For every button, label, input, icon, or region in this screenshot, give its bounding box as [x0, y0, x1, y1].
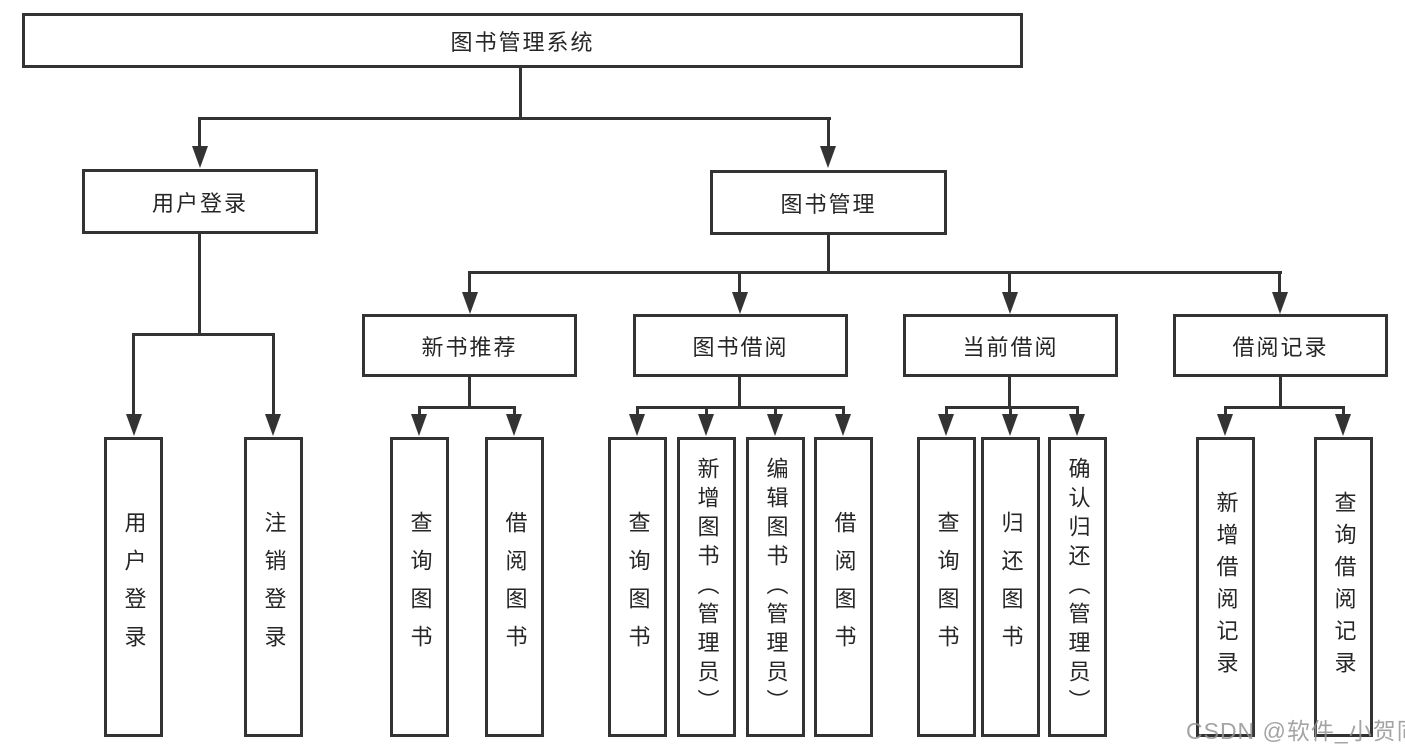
connector-line	[774, 406, 777, 416]
connector-line	[418, 406, 516, 409]
node-user-login: 用户登录	[82, 169, 318, 234]
node-label: 查询图书	[625, 511, 651, 663]
connector-line	[513, 406, 516, 416]
node-label: 编辑图书（管理员）	[763, 456, 789, 718]
node-borrow-records: 借阅记录	[1173, 314, 1388, 377]
arrow-down-icon	[1002, 292, 1018, 314]
node-confirm-return-admin: 确认归还（管理员）	[1048, 437, 1107, 737]
node-label: 当前借阅	[962, 334, 1059, 360]
connector-line	[1009, 406, 1012, 416]
node-label: 归还图书	[998, 511, 1024, 663]
arrow-down-icon	[698, 414, 714, 436]
node-logout: 注销登录	[244, 437, 303, 737]
arrow-down-icon	[192, 146, 208, 168]
node-edit-book-admin: 编辑图书（管理员）	[746, 437, 805, 737]
connector-line	[468, 377, 471, 409]
node-current-borrow: 当前借阅	[903, 314, 1118, 377]
connector-line	[132, 333, 275, 336]
node-query-borrow-record: 查询借阅记录	[1314, 437, 1373, 737]
connector-line	[468, 271, 471, 293]
arrow-down-icon	[265, 414, 281, 436]
node-label: 新书推荐	[421, 334, 518, 360]
node-label: 查询图书	[407, 511, 433, 663]
connector-line	[519, 67, 522, 118]
connector-line	[636, 406, 845, 409]
node-label: 借阅图书	[831, 511, 857, 663]
connector-line	[1076, 406, 1079, 416]
connector-line	[272, 333, 275, 415]
node-add-borrow-record: 新增借阅记录	[1196, 437, 1255, 737]
connector-line	[945, 406, 948, 416]
connector-line	[945, 406, 1079, 409]
connector-line	[842, 406, 845, 416]
node-label: 图书管理系统	[450, 29, 595, 55]
arrow-down-icon	[732, 292, 748, 314]
connector-line	[198, 234, 201, 336]
connector-line	[418, 406, 421, 416]
connector-line	[1279, 377, 1282, 409]
arrow-down-icon	[506, 414, 522, 436]
arrow-down-icon	[1002, 414, 1018, 436]
node-query-books-recommend: 查询图书	[390, 437, 449, 737]
node-query-books-borrow: 查询图书	[608, 437, 667, 737]
connector-line	[1342, 406, 1345, 416]
node-label: 新增借阅记录	[1213, 491, 1239, 683]
connector-line	[1278, 271, 1281, 293]
arrow-down-icon	[820, 146, 836, 168]
node-borrow-books-recommend: 借阅图书	[485, 437, 544, 737]
node-label: 确认归还（管理员）	[1065, 456, 1091, 718]
node-borrow-books-leaf: 借阅图书	[814, 437, 873, 737]
connector-line	[1008, 377, 1011, 409]
node-book-management: 图书管理	[710, 170, 947, 235]
node-label: 注销登录	[261, 511, 287, 663]
arrow-down-icon	[411, 414, 427, 436]
node-label: 查询图书	[934, 511, 960, 663]
node-label: 查询借阅记录	[1331, 491, 1357, 683]
node-label: 借阅图书	[502, 511, 528, 663]
node-library-system: 图书管理系统	[22, 13, 1023, 68]
connector-line	[132, 333, 135, 415]
connector-line	[198, 117, 831, 120]
node-label: 图书管理	[780, 191, 877, 217]
arrow-down-icon	[938, 414, 954, 436]
connector-line	[1224, 406, 1227, 416]
node-user-login-leaf: 用户登录	[104, 437, 163, 737]
arrow-down-icon	[126, 414, 142, 436]
arrow-down-icon	[462, 292, 478, 314]
node-label: 用户登录	[121, 511, 147, 663]
connector-line	[827, 117, 830, 147]
node-new-book-recommend: 新书推荐	[362, 314, 577, 377]
node-query-books-current: 查询图书	[917, 437, 976, 737]
node-label: 图书借阅	[692, 334, 789, 360]
node-label: 用户登录	[151, 190, 248, 216]
node-label: 新增图书（管理员）	[694, 456, 720, 718]
connector-line	[738, 377, 741, 409]
connector-line	[469, 271, 1282, 274]
arrow-down-icon	[835, 414, 851, 436]
arrow-down-icon	[1069, 414, 1085, 436]
arrow-down-icon	[1272, 292, 1288, 314]
node-add-book-admin: 新增图书（管理员）	[677, 437, 736, 737]
connector-line	[198, 117, 201, 147]
arrow-down-icon	[1335, 414, 1351, 436]
watermark: CSDN @软件_小贺同学	[1186, 718, 1405, 744]
connector-line	[636, 406, 639, 416]
connector-line	[1008, 271, 1011, 293]
arrow-down-icon	[1217, 414, 1233, 436]
connector-line	[1224, 406, 1345, 409]
node-book-borrow: 图书借阅	[633, 314, 848, 377]
connector-line	[827, 235, 830, 274]
arrow-down-icon	[629, 414, 645, 436]
node-return-book: 归还图书	[981, 437, 1040, 737]
connector-line	[705, 406, 708, 416]
connector-line	[738, 271, 741, 293]
node-label: 借阅记录	[1232, 334, 1329, 360]
arrow-down-icon	[767, 414, 783, 436]
